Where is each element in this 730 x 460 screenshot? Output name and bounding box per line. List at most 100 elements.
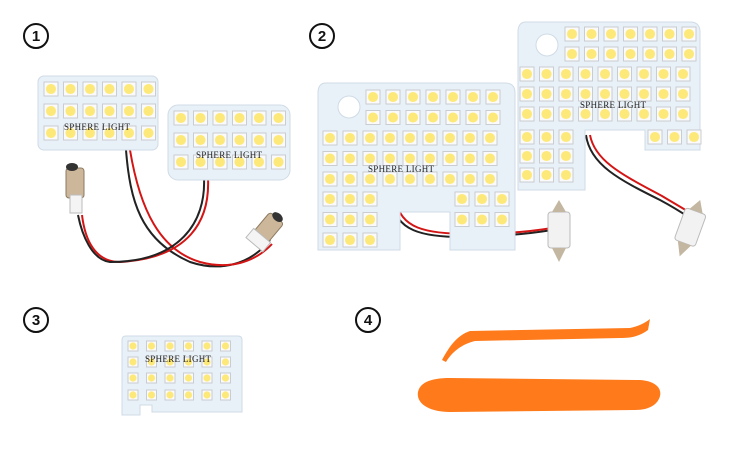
led-emitter: [45, 83, 57, 95]
led-emitter: [175, 112, 187, 124]
led-emitter: [424, 173, 436, 185]
led-emitter: [541, 169, 552, 181]
led-board-3: SPHERE LIGHT: [121, 335, 243, 416]
led-emitter: [203, 342, 211, 350]
led-emitter: [424, 153, 436, 164]
led-emitter: [664, 48, 675, 60]
led-emitter: [143, 127, 154, 139]
led-emitter: [521, 131, 533, 143]
led-emitter: [324, 234, 336, 246]
led-emitter: [487, 91, 499, 103]
led-emitter: [175, 156, 187, 168]
led-emitter: [123, 83, 135, 95]
svg-text:SPHERE LIGHT: SPHERE LIGHT: [196, 150, 263, 160]
led-emitter: [324, 153, 336, 164]
led-emitter: [147, 374, 156, 382]
svg-text:3: 3: [32, 312, 40, 329]
led-emitter: [476, 214, 488, 225]
led-emitter: [65, 105, 76, 117]
panel-number-1: 1: [23, 23, 49, 49]
led-emitter: [364, 193, 376, 205]
led-emitter: [184, 374, 193, 382]
svg-text:SPHERE LIGHT: SPHERE LIGHT: [145, 354, 212, 364]
svg-text:2: 2: [318, 28, 326, 45]
svg-text:SPHERE LIGHT: SPHERE LIGHT: [64, 122, 131, 132]
led-emitter: [521, 169, 533, 181]
led-emitter: [364, 214, 376, 225]
festoon-bulb-left: [547, 200, 571, 262]
led-emitter: [560, 108, 572, 120]
led-emitter: [427, 112, 439, 123]
led-emitter: [166, 374, 174, 382]
led-emitter: [184, 358, 193, 366]
led-emitter: [364, 132, 376, 144]
led-emitter: [147, 342, 156, 350]
led-emitter: [464, 153, 476, 164]
led-emitter: [273, 112, 284, 124]
led-emitter: [541, 68, 552, 80]
led-emitter: [344, 214, 356, 225]
led-emitter: [638, 68, 650, 80]
led-emitter: [560, 150, 572, 162]
led-emitter: [599, 88, 611, 100]
led-emitter: [344, 132, 356, 144]
led-emitter: [404, 153, 416, 164]
led-emitter: [658, 68, 669, 80]
led-emitter: [521, 108, 533, 120]
led-emitter: [166, 391, 174, 399]
led-emitter: [166, 342, 174, 350]
led-emitter: [324, 193, 336, 205]
led-emitter: [104, 105, 115, 117]
led-emitter: [649, 131, 661, 143]
led-emitter: [444, 173, 456, 185]
led-emitter: [484, 132, 496, 144]
led-emitter: [45, 105, 57, 117]
svg-text:1: 1: [32, 28, 40, 45]
led-emitter: [456, 193, 468, 205]
led-emitter: [599, 108, 611, 120]
led-emitter: [560, 88, 572, 100]
led-emitter: [664, 28, 675, 40]
led-emitter: [521, 68, 533, 80]
led-emitter: [407, 91, 419, 103]
led-emitter: [487, 112, 499, 123]
led-emitter: [484, 173, 496, 185]
led-emitter: [387, 112, 399, 123]
led-emitter: [367, 112, 379, 123]
led-grid: [173, 110, 286, 170]
led-emitter: [234, 156, 245, 168]
led-emitter: [175, 134, 187, 146]
led-emitter: [367, 91, 379, 103]
led-grid: [127, 389, 231, 401]
led-grid: [322, 130, 498, 187]
led-emitter: [560, 68, 572, 80]
led-emitter: [221, 374, 230, 382]
led-emitter: [424, 132, 436, 144]
led-emitter: [456, 214, 468, 225]
led-emitter: [541, 88, 552, 100]
led-emitter: [644, 28, 656, 40]
led-board-2b: SPHERE LIGHT: [517, 21, 702, 191]
festoon-bulb-right: [674, 199, 707, 257]
led-board-1a: SPHERE LIGHT: [37, 75, 159, 151]
led-emitter: [324, 132, 336, 144]
panel-number-4: 4: [355, 307, 381, 333]
led-emitter: [444, 153, 456, 164]
led-emitter: [638, 88, 650, 100]
led-emitter: [166, 358, 174, 366]
led-emitter: [129, 374, 137, 382]
led-emitter: [625, 48, 636, 60]
led-emitter: [444, 132, 456, 144]
led-emitter: [677, 108, 689, 120]
led-emitter: [484, 153, 496, 164]
led-emitter: [65, 127, 76, 139]
led-emitter: [234, 112, 245, 124]
led-emitter: [364, 153, 376, 164]
wires-panel-1: [77, 149, 273, 268]
led-grid: [519, 66, 691, 122]
led-emitter: [427, 91, 439, 103]
led-emitter: [677, 68, 689, 80]
bulb-socket-left: [65, 163, 85, 214]
led-emitter: [84, 105, 96, 117]
svg-text:SPHERE LIGHT: SPHERE LIGHT: [580, 100, 647, 110]
